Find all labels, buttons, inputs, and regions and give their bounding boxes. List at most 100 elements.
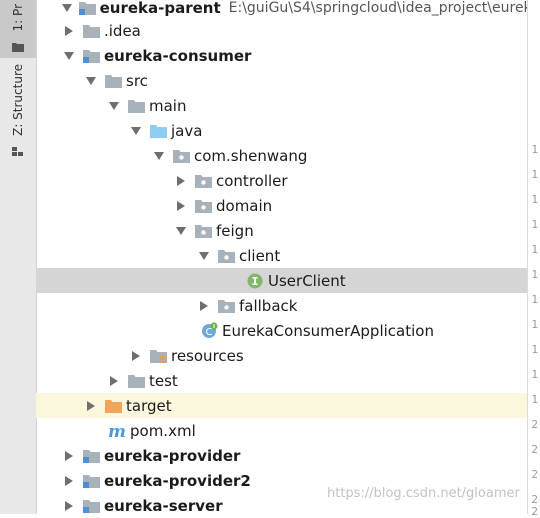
module-folder-icon: [82, 448, 100, 464]
expand-arrow-icon[interactable]: [152, 149, 166, 163]
expand-arrow-icon[interactable]: [107, 99, 121, 113]
collapsed-arrow-icon[interactable]: [197, 299, 211, 313]
svg-text:C: C: [205, 327, 212, 338]
tree-row-idea[interactable]: .idea: [36, 18, 540, 43]
resources-folder-icon: [149, 348, 167, 364]
expand-arrow-icon[interactable]: [197, 249, 211, 263]
tree-row-label: src: [126, 71, 148, 90]
collapsed-arrow-icon[interactable]: [84, 399, 98, 413]
svg-text:m: m: [108, 423, 126, 439]
tree-row-label: UserClient: [268, 271, 346, 290]
spring-boot-class-icon: C: [200, 322, 218, 339]
tree-row-label: eureka-parent: [99, 0, 221, 17]
tree-row-domain[interactable]: domain: [36, 193, 540, 218]
module-folder-icon: [78, 0, 96, 16]
line-number: 1: [531, 368, 538, 381]
tree-row-src[interactable]: src: [36, 68, 540, 93]
collapsed-arrow-icon[interactable]: [174, 174, 188, 188]
line-number: 2: [531, 505, 538, 518]
line-number: 1: [531, 243, 538, 256]
line-number: 2: [531, 443, 538, 456]
tree-row-label: fallback: [239, 296, 298, 315]
tree-row-label: client: [239, 246, 281, 265]
collapsed-arrow-icon[interactable]: [62, 24, 76, 38]
tree-row-java[interactable]: java: [36, 118, 540, 143]
folder-icon: [12, 37, 24, 53]
structure-tab-label: Z: Structure: [11, 64, 25, 136]
structure-icon: [12, 142, 24, 156]
structure-tool-tab[interactable]: Z: Structure: [0, 64, 36, 174]
line-number: 1: [531, 143, 538, 156]
line-number: 1: [531, 343, 538, 356]
tree-row-test[interactable]: test: [36, 368, 540, 393]
line-number: 1: [531, 268, 538, 281]
folder-icon: [104, 73, 122, 89]
tree-row-main[interactable]: main: [36, 93, 540, 118]
tree-row-fallback[interactable]: fallback: [36, 293, 540, 318]
tree-row-label: com.shenwang: [194, 146, 308, 165]
tree-row-label: domain: [216, 196, 273, 215]
maven-file-icon: m: [108, 423, 126, 439]
tree-row-label: .idea: [104, 21, 141, 40]
tree-row-eureka-provider[interactable]: eureka-provider: [36, 443, 540, 468]
expand-arrow-icon[interactable]: [129, 124, 143, 138]
project-tool-tab[interactable]: 1: Pr: [0, 0, 36, 58]
collapsed-arrow-icon[interactable]: [129, 349, 143, 363]
tree-row-label: test: [149, 371, 178, 390]
project-tree: eureka-parent E:\guiGu\S4\springcloud\id…: [36, 0, 540, 515]
tree-row-eureka-consumer[interactable]: eureka-consumer: [36, 43, 540, 68]
tree-row-label: pom.xml: [130, 421, 196, 440]
line-number: 2: [531, 418, 538, 431]
package-icon: [217, 298, 235, 314]
watermark-text: https://blog.csdn.net/gloamer: [327, 486, 520, 501]
line-number: 2: [531, 493, 538, 506]
tree-row-label: eureka-provider: [104, 446, 241, 465]
tree-row-eurekaconsumerapplication[interactable]: C EurekaConsumerApplication: [36, 318, 540, 343]
collapsed-arrow-icon[interactable]: [62, 449, 76, 463]
tree-row-controller[interactable]: controller: [36, 168, 540, 193]
module-folder-icon: [82, 498, 100, 514]
collapsed-arrow-icon[interactable]: [174, 199, 188, 213]
editor-gutter: 1 1 1 1 1 1 1 1 1 1 1 2 2 2 2 2: [527, 0, 540, 518]
line-number: 1: [531, 293, 538, 306]
tree-row-label: java: [171, 121, 203, 140]
line-number: 1: [531, 318, 538, 331]
expand-arrow-icon[interactable]: [62, 49, 76, 63]
expand-arrow-icon[interactable]: [174, 224, 188, 238]
tree-row-target[interactable]: target: [36, 393, 540, 418]
tree-row-userclient[interactable]: UserClient: [36, 268, 540, 293]
folder-icon: [82, 23, 100, 39]
package-icon: [194, 173, 212, 189]
source-folder-icon: [149, 123, 167, 139]
package-icon: [172, 148, 190, 164]
tree-row-com-shenwang[interactable]: com.shenwang: [36, 143, 540, 168]
tool-window-strip: 1: Pr Z: Structure: [0, 0, 37, 514]
module-folder-icon: [82, 473, 100, 489]
collapsed-arrow-icon[interactable]: [107, 374, 121, 388]
interface-icon: [246, 273, 264, 289]
package-icon: [194, 223, 212, 239]
tree-row-label: feign: [216, 221, 254, 240]
tree-row-eureka-provider2[interactable]: eureka-provider2: [36, 468, 540, 493]
project-path: E:\guiGu\S4\springcloud\idea_project\eur…: [228, 0, 540, 16]
collapsed-arrow-icon[interactable]: [62, 474, 76, 488]
tree-row-client[interactable]: client: [36, 243, 540, 268]
collapsed-arrow-icon[interactable]: [62, 499, 76, 513]
line-number: 2: [531, 468, 538, 481]
tree-row-eureka-parent[interactable]: eureka-parent E:\guiGu\S4\springcloud\id…: [36, 0, 540, 20]
package-icon: [194, 198, 212, 214]
tree-row-resources[interactable]: resources: [36, 343, 540, 368]
tree-row-label: EurekaConsumerApplication: [222, 321, 434, 340]
expand-arrow-icon[interactable]: [84, 74, 98, 88]
project-tab-label: 1: Pr: [11, 4, 25, 32]
module-folder-icon: [82, 48, 100, 64]
line-number: 1: [531, 218, 538, 231]
folder-icon: [127, 373, 145, 389]
tree-row-feign[interactable]: feign: [36, 218, 540, 243]
expand-arrow-icon[interactable]: [62, 1, 73, 15]
tree-row-pom-xml[interactable]: m pom.xml: [36, 418, 540, 443]
excluded-folder-icon: [104, 398, 122, 414]
tree-row-label: main: [149, 96, 187, 115]
line-number: 1: [531, 393, 538, 406]
tree-row-eureka-server[interactable]: eureka-server: [36, 493, 540, 518]
